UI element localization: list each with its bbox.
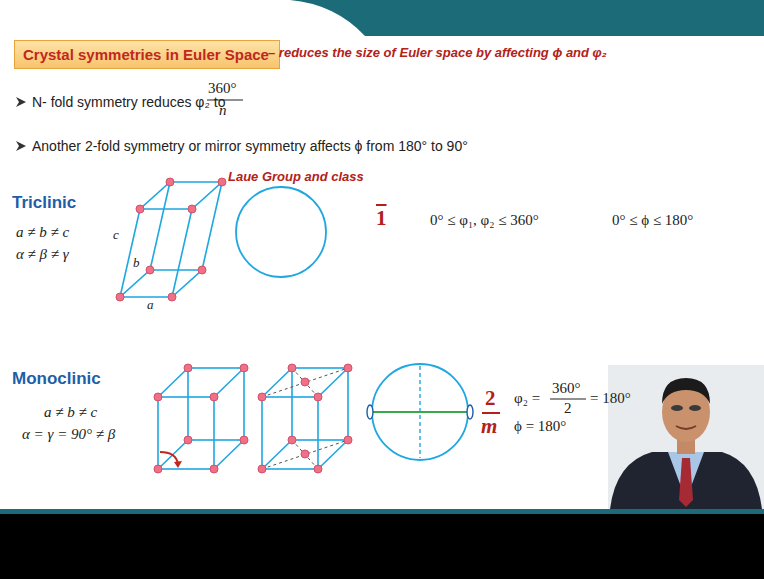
crystal-system-heading: Monoclinic: [12, 369, 101, 389]
lattice-atoms: [116, 178, 226, 301]
diad-axis: [372, 411, 468, 413]
fraction-denominator: 2: [564, 400, 572, 417]
laue-class-symbol: m: [481, 414, 497, 438]
fraction-denominator: n: [219, 102, 227, 119]
stereogram-circle: [236, 187, 326, 277]
bullet-text: Another 2-fold symmetry or mirror symmet…: [32, 138, 468, 154]
stereogram-circle: [372, 364, 468, 460]
euler-range: = 180°: [590, 390, 631, 407]
fraction-numerator: 360°: [552, 380, 581, 397]
euler-range: 0° ≤ ϕ ≤ 180°: [612, 212, 693, 229]
section-label: Laue Group and class: [228, 170, 364, 185]
crystal-system-heading: Triclinic: [12, 193, 76, 213]
euler-range: φ₂ =: [514, 390, 540, 407]
footer-bar: [0, 514, 764, 579]
lattice-angles: α = γ = 90° ≠ β: [22, 426, 115, 443]
axis-label: a: [147, 298, 154, 313]
bullet-marks: [16, 97, 26, 151]
header-band: [0, 0, 764, 36]
monoclinic-lattice: [262, 368, 348, 469]
title-box: Crystal symmetries in Euler Space: [14, 40, 280, 69]
title-text: Crystal symmetries in Euler Space: [23, 46, 271, 63]
laue-class-symbol: 1: [376, 206, 387, 230]
bullet-text: N- fold symmetry reduces φ₂ to: [32, 94, 225, 110]
axis-label: c: [113, 228, 119, 243]
triclinic-lattice: [120, 182, 222, 297]
lattice-atoms: [258, 364, 352, 473]
euler-range: ϕ = 180°: [514, 418, 566, 435]
euler-range: 0° ≤ φ₁, φ₂ ≤ 360°: [430, 212, 539, 229]
axis-label: b: [133, 256, 140, 271]
diad-symbol: [367, 405, 373, 419]
angle-arrowhead: [174, 461, 182, 468]
lattice-atoms: [154, 364, 248, 473]
fraction-numerator: 360°: [208, 80, 237, 97]
fraction-bar: [550, 398, 586, 399]
monoclinic-lattice: [158, 368, 244, 469]
lattice-parameters: a ≠ b ≠ c: [16, 224, 69, 241]
presenter-figure: [608, 365, 764, 509]
lattice-angles: α ≠ β ≠ γ: [16, 246, 69, 263]
subtitle: – reduces the size of Euler space by aff…: [268, 46, 607, 61]
face-diagonals: [262, 368, 348, 469]
footer-line: [0, 509, 764, 514]
fraction-bar: [482, 412, 500, 414]
diad-symbol: [467, 405, 473, 419]
header-curve: [0, 0, 365, 36]
laue-class-symbol: 2: [485, 386, 496, 410]
lattice-parameters: a ≠ b ≠ c: [44, 404, 97, 421]
